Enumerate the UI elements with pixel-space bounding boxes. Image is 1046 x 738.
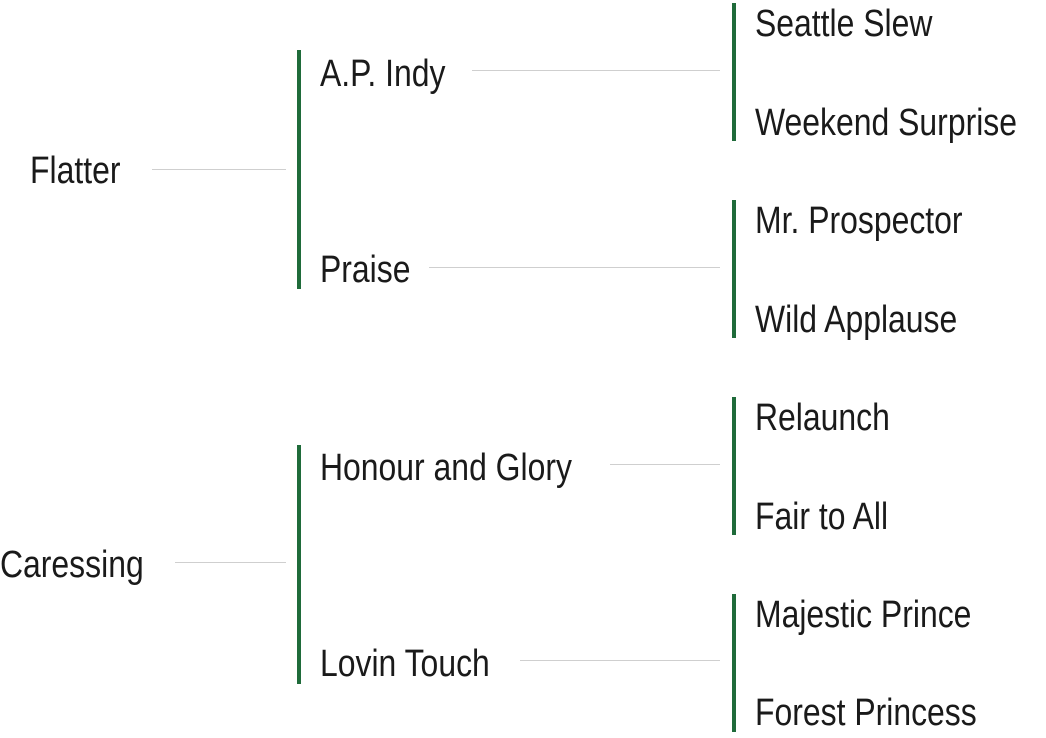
pedigree-bracket [732,594,736,732]
pedigree-bracket [297,50,301,289]
horse-sire: Flatter [30,150,121,192]
horse-ancestor: Majestic Prince [755,594,972,636]
horse-ancestor: Relaunch [755,397,890,439]
connector-line [152,169,286,170]
horse-ancestor: Forest Princess [755,692,977,734]
horse-ancestor: Fair to All [755,496,889,538]
horse-ancestor: Wild Applause [755,299,958,341]
pedigree-bracket [732,397,736,535]
horse-sire-sire: A.P. Indy [320,53,446,95]
connector-line [175,562,286,563]
connector-line [429,267,720,268]
horse-ancestor: Seattle Slew [755,3,933,45]
connector-line [610,464,720,465]
horse-ancestor: Mr. Prospector [755,200,963,242]
horse-dam: Caressing [0,544,144,586]
horse-ancestor: Weekend Surprise [755,102,1018,144]
horse-dam-dam: Lovin Touch [320,643,490,685]
horse-sire-dam: Praise [320,249,411,291]
connector-line [472,70,720,71]
pedigree-bracket [297,445,301,684]
pedigree-bracket [732,3,736,141]
pedigree-bracket [732,200,736,338]
connector-line [520,660,720,661]
horse-dam-sire: Honour and Glory [320,447,572,489]
